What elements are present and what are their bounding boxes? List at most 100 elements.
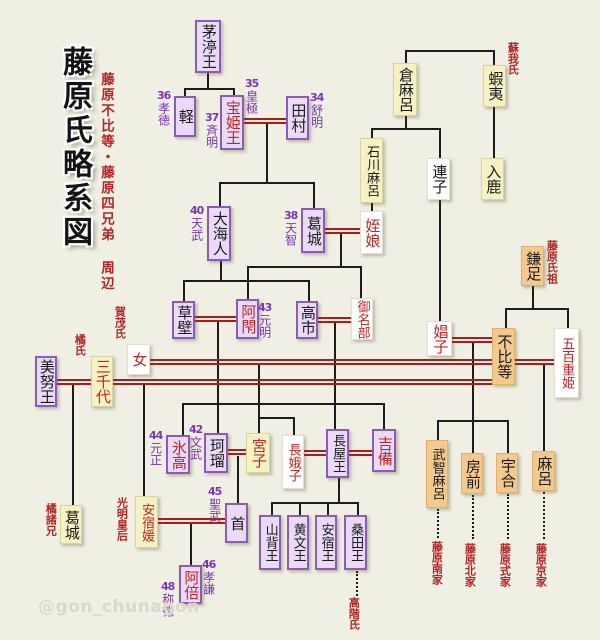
connector-line <box>357 502 359 515</box>
era-name: 斉明 <box>204 124 219 148</box>
page-subtitle: 藤原不比等・藤原四兄弟 周辺 <box>98 72 114 292</box>
note-label-fujiwara_shiso: 藤原氏祖 <box>545 240 559 284</box>
marriage-line <box>515 359 554 365</box>
person-box-shoshi: 娼子 <box>427 321 452 356</box>
person-box-fusasaki: 房前 <box>461 453 483 494</box>
person-box-yamashiro: 山背王 <box>259 515 281 570</box>
person-box-minabe: 御名部 <box>351 298 373 340</box>
connector-line <box>271 502 273 515</box>
connector-line <box>340 234 342 266</box>
person-box-kuramaro: 倉麻呂 <box>393 63 417 116</box>
descent-dotted-line <box>543 492 545 539</box>
note-label-shikike: 藤原式家 <box>498 543 512 587</box>
person-box-kuwata: 桑田王 <box>344 515 367 570</box>
person-box-kusakabe: 草壁 <box>172 301 195 339</box>
connector-line <box>360 266 362 298</box>
connector-line <box>247 266 249 299</box>
connector-line <box>493 107 495 158</box>
connector-line <box>299 502 301 515</box>
connector-line <box>207 73 209 88</box>
era-name: 元明 <box>257 314 272 338</box>
connector-line <box>184 88 186 96</box>
watermark-credit: @gon_chunagon <box>38 597 200 617</box>
connector-line <box>313 182 315 208</box>
person-box-mino: 美努王 <box>35 356 57 407</box>
person-box-iruka: 入鹿 <box>481 158 504 200</box>
marriage-line <box>195 316 236 322</box>
descent-dotted-line <box>472 495 474 539</box>
era-number: 43 <box>258 301 272 314</box>
person-box-maro: 麻呂 <box>532 451 555 491</box>
connector-line <box>472 343 474 453</box>
connector-line <box>439 200 441 321</box>
connector-line <box>507 420 509 453</box>
person-box-fuhito: 不比等 <box>492 328 515 385</box>
note-label-kamoshi: 賀茂氏 <box>113 306 127 339</box>
era-number: 40 <box>190 204 204 217</box>
connector-line <box>247 266 360 268</box>
connector-line <box>567 308 569 328</box>
connector-line <box>258 417 293 419</box>
connector-line <box>437 420 507 422</box>
connector-line <box>217 322 219 433</box>
person-box-muraji: 連子 <box>427 158 450 200</box>
descent-dotted-line <box>507 494 509 539</box>
marriage-line <box>304 450 326 456</box>
note-label-hokke: 藤原北家 <box>463 543 477 587</box>
person-box-asukabehime: 安宿媛 <box>135 496 158 548</box>
connector-line <box>143 385 145 496</box>
connector-line <box>505 308 567 310</box>
connector-line <box>505 308 507 328</box>
note-label-tachibanashi: 橘氏 <box>73 334 87 356</box>
connector-line <box>308 280 310 301</box>
connector-line <box>182 403 184 435</box>
person-box-nagaya: 長屋王 <box>326 429 349 478</box>
page-title: 藤原氏略系図 <box>57 46 92 250</box>
person-box-obito: 首 <box>225 503 248 543</box>
connector-line <box>383 403 385 429</box>
era-name: 孝謙 <box>201 571 216 595</box>
era-name: 舒明 <box>309 104 324 128</box>
connector-line <box>439 128 441 158</box>
note-label-nanke: 藤原南家 <box>430 541 444 585</box>
connector-line <box>237 456 239 503</box>
person-box-chinu: 茅渟王 <box>195 20 221 73</box>
connector-line <box>371 128 373 138</box>
person-box-kazuraki_tenji: 葛城 <box>301 208 325 253</box>
marriage-line <box>228 449 246 455</box>
person-box-katsuragi: 葛城 <box>60 505 82 544</box>
era-name: 皇極 <box>244 90 259 114</box>
person-box-kamatari: 鎌足 <box>521 246 544 286</box>
person-box-iohe: 五百重姫 <box>554 328 579 398</box>
person-box-muchimaro: 武智麻呂 <box>426 440 448 508</box>
person-box-karuru: 珂瑠 <box>204 433 228 473</box>
era-number: 42 <box>189 423 203 436</box>
connector-line <box>405 50 407 63</box>
connector-line <box>271 502 357 504</box>
connector-line <box>190 524 192 565</box>
person-box-mei: 姪娘 <box>360 211 383 254</box>
person-box-kibi: 吉備 <box>372 429 396 472</box>
marriage-line <box>325 228 360 234</box>
connector-line <box>72 385 74 505</box>
person-box-takechi: 高市 <box>296 301 318 339</box>
connector-line <box>543 365 545 451</box>
marriage-line <box>318 317 351 323</box>
person-box-takara: 宝姫王 <box>220 95 244 150</box>
connector-line <box>405 116 407 128</box>
connector-line <box>437 420 439 440</box>
person-box-oama: 大海人 <box>207 206 231 261</box>
connector-line <box>293 417 295 435</box>
marriage-line <box>57 379 492 385</box>
note-label-moroe: 橘諸兄 <box>44 503 58 536</box>
